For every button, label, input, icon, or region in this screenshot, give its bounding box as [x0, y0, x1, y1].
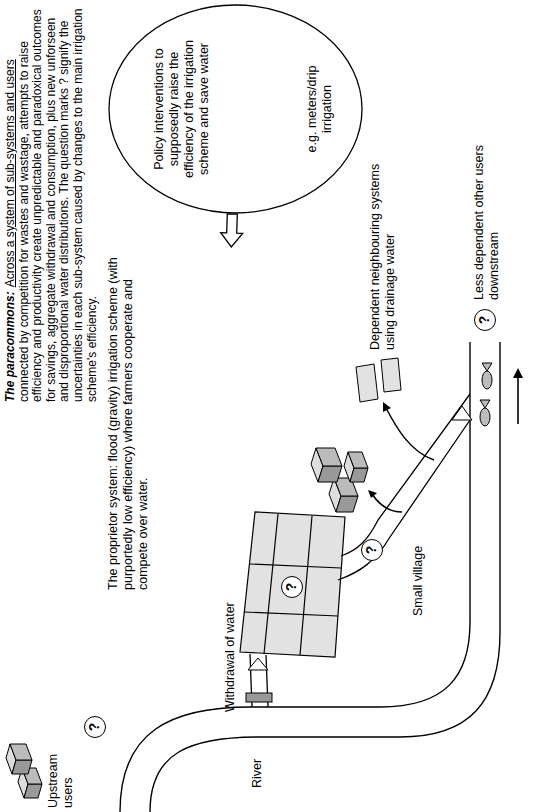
- flow-arrow-head: [513, 368, 523, 378]
- block-arrow: [221, 214, 243, 247]
- outlet-triangle: [452, 406, 472, 420]
- upstream-houses: [6, 744, 42, 798]
- withdrawal-label: Withdrawal of water: [223, 582, 238, 712]
- fish: [480, 363, 492, 426]
- paracommons-heading: The paracommons:: [3, 291, 17, 402]
- uncertainty-circle: ?: [361, 539, 383, 561]
- proprietor-text: The proprietor system: flood (gravity) i…: [106, 250, 151, 590]
- policy-ellipse: Policy interventions to supposedly raise…: [108, 4, 363, 214]
- policy-text: Policy interventions to supposedly raise…: [152, 34, 212, 184]
- dependent-fields: [356, 358, 401, 402]
- dependent-arrow-head: [383, 402, 391, 412]
- question-mark: ?: [282, 577, 301, 597]
- village-houses: [311, 448, 368, 512]
- question-mark: ?: [362, 540, 381, 560]
- village-arrow: [372, 494, 402, 512]
- uncertainty-circle: ?: [281, 576, 303, 598]
- river-label: River: [250, 743, 265, 788]
- inlet-triangle: [248, 658, 268, 670]
- flow-arrow: [517, 376, 519, 424]
- paracommons-subheading: Across a system of sub-systems and users: [3, 59, 17, 287]
- village-label: Small village: [411, 516, 426, 616]
- proprietor-system: The proprietor system: flood (gravity) i…: [100, 247, 350, 662]
- area-label: Upstream users: [46, 744, 76, 808]
- sluice-gate: [246, 693, 272, 702]
- paracommons-heading-line: The paracommons: Across a system of sub-s…: [4, 4, 18, 402]
- village-arrow-head: [368, 490, 377, 498]
- question-mark: ?: [475, 310, 494, 330]
- dependent-label: Dependent neighbouring systems using dra…: [368, 150, 398, 350]
- paracommons-body: connected by competition for wastes and …: [18, 4, 100, 402]
- dependent-arrow: [386, 408, 434, 460]
- downstream-label: Less dependent other users downstream: [472, 130, 502, 300]
- river-bank: [120, 342, 470, 812]
- irrigation-field: [240, 512, 345, 657]
- example-text: e.g. meters/drip irrigation: [305, 49, 335, 169]
- question-mark: ?: [85, 717, 104, 737]
- drainage-channel: [338, 394, 470, 580]
- uncertainty-circle: ?: [474, 309, 496, 331]
- uncertainty-circle: ?: [84, 716, 106, 738]
- river-bank: [150, 342, 500, 812]
